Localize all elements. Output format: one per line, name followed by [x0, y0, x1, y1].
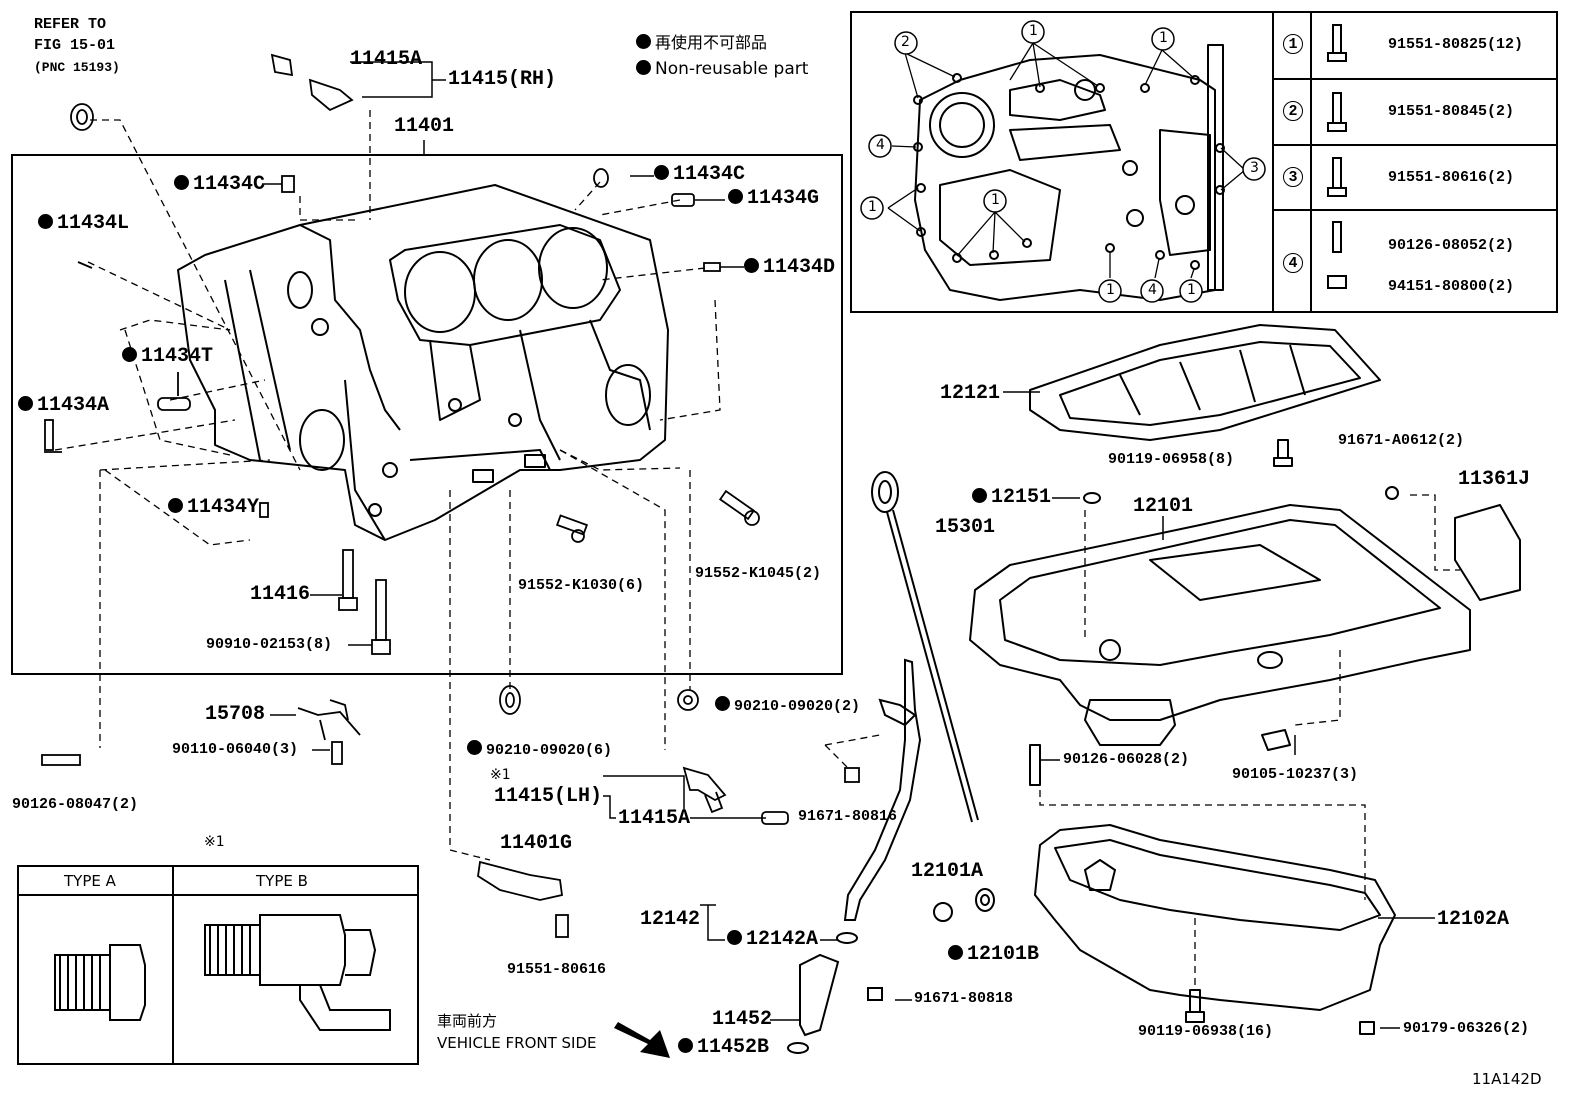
timing-cover-inset-frame [850, 11, 1558, 313]
label-11452: 11452 [712, 1008, 773, 1031]
table-part-3: 91551-80616(2) [1388, 169, 1515, 186]
type-box-frame [17, 865, 419, 1065]
label-90119-06938: 90119-06938(16) [1138, 1023, 1274, 1040]
legend-jp: 再使用不可部品 [636, 34, 767, 51]
table-no-2: 2 [1283, 101, 1303, 121]
table-no-4: 4 [1283, 253, 1303, 273]
type-box-mark: ※1 [204, 834, 225, 850]
front-side-jp: 車両前方 [437, 1012, 498, 1030]
inset-callout-1c: 1 [868, 199, 877, 215]
refer-line3: (PNC 15193) [34, 60, 120, 75]
legend-en: Non-reusable part [636, 60, 808, 78]
label-12121: 12121 [940, 382, 1001, 405]
label-90126-06028: 90126-06028(2) [1063, 751, 1190, 768]
label-11434Y: 11434Y [168, 498, 259, 518]
label-90126-08047: 90126-08047(2) [12, 796, 139, 813]
inset-callout-1e: 1 [1106, 282, 1115, 298]
label-11416: 11416 [250, 583, 311, 606]
figure-id: 11A142D [1472, 1070, 1542, 1088]
label-90110-06040: 90110-06040(3) [172, 741, 299, 758]
label-12101A: 12101A [911, 860, 984, 883]
inset-callout-4a: 4 [876, 137, 885, 153]
table-part-2: 91551-80845(2) [1388, 103, 1515, 120]
label-11434T: 11434T [122, 347, 213, 367]
front-side-en: VEHICLE FRONT SIDE [437, 1034, 597, 1052]
label-90119-06958: 90119-06958(8) [1108, 451, 1235, 468]
label-11415A-lh: 11415A [618, 807, 691, 830]
refer-line1: REFER TO [34, 16, 107, 33]
label-11401G: 11401G [500, 832, 573, 855]
label-15301: 15301 [935, 516, 996, 539]
table-part-4b: 94151-80800(2) [1388, 278, 1515, 295]
timing-cover-drawing [913, 44, 1225, 301]
inset-callout-2: 2 [901, 34, 910, 50]
label-11434L: 11434L [38, 214, 129, 234]
label-11452B: 11452B [678, 1038, 769, 1058]
inset-callout-1b: 1 [1159, 30, 1168, 46]
refer-line2: FIG 15-01 [34, 37, 116, 54]
engine-block-drawing [177, 184, 669, 541]
type-b-label: TYPE B [256, 872, 308, 890]
inset-callout-4b: 4 [1148, 282, 1157, 298]
label-12151: 12151 [972, 488, 1051, 508]
label-12101B: 12101B [948, 945, 1039, 965]
inset-callout-1f: 1 [1187, 282, 1196, 298]
inset-callout-1a: 1 [1029, 23, 1038, 39]
label-11415-lh: 11415(LH) [494, 785, 603, 808]
inset-callout-1d: 1 [991, 192, 1000, 208]
engine-block-frame [11, 154, 843, 675]
label-12142: 12142 [640, 908, 701, 931]
label-11415-rh: 11415(RH) [448, 68, 557, 91]
label-90105-10237: 90105-10237(3) [1232, 766, 1359, 783]
label-11361J: 11361J [1458, 468, 1531, 491]
label-90210-09020-left: 90210-09020(6) [467, 740, 612, 758]
label-11434C-left: 11434C [174, 175, 265, 195]
label-15708: 15708 [205, 703, 266, 726]
label-12142A: 12142A [727, 930, 818, 950]
label-mark-1: ※1 [490, 767, 511, 783]
label-12102A: 12102A [1437, 908, 1510, 931]
label-11401: 11401 [394, 115, 455, 138]
label-11434D: 11434D [744, 258, 835, 278]
label-90910-02153: 90910-02153(8) [206, 636, 333, 653]
type-a-label: TYPE A [64, 872, 116, 890]
label-91551-80616: 91551-80616 [507, 961, 607, 978]
front-arrow [614, 1022, 670, 1058]
label-11415A-rh: 11415A [350, 48, 423, 71]
type-b-fitting [204, 914, 391, 1031]
label-90179-06326: 90179-06326(2) [1403, 1020, 1530, 1037]
label-91552-K1045: 91552-K1045(2) [695, 565, 822, 582]
label-91671-A0612: 91671-A0612(2) [1338, 432, 1465, 449]
table-no-3: 3 [1283, 167, 1303, 187]
label-11434C-right: 11434C [654, 165, 745, 185]
label-91552-K1030: 91552-K1030(6) [518, 577, 645, 594]
label-91671-80818: 91671-80818 [914, 990, 1014, 1007]
label-11434A: 11434A [18, 396, 109, 416]
label-90210-09020-right: 90210-09020(2) [715, 696, 860, 714]
label-91671-80816: 91671-80816 [798, 808, 898, 825]
inset-callout-3: 3 [1250, 160, 1259, 176]
table-part-4a: 90126-08052(2) [1388, 237, 1515, 254]
label-12101: 12101 [1133, 495, 1194, 518]
table-part-1: 91551-80825(12) [1388, 36, 1524, 53]
table-no-1: 1 [1283, 34, 1303, 54]
label-11434G: 11434G [728, 189, 819, 209]
